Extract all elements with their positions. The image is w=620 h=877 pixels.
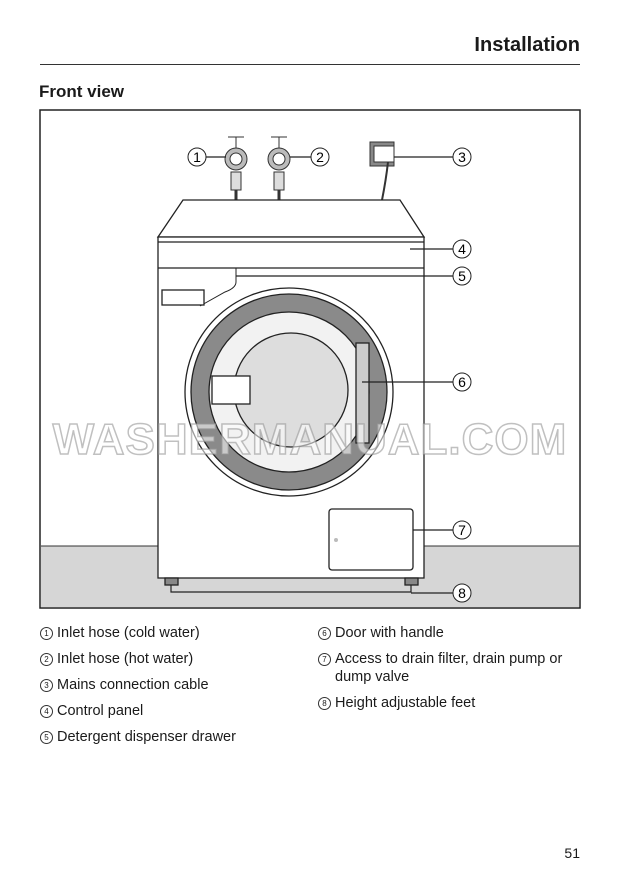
svg-text:1: 1 bbox=[193, 149, 201, 165]
watermark: WASHERMANUAL.COM bbox=[52, 414, 568, 465]
svg-text:2: 2 bbox=[316, 149, 324, 165]
svg-text:3: 3 bbox=[458, 149, 466, 165]
callout-5: 5 bbox=[452, 266, 472, 286]
detergent-drawer bbox=[161, 289, 205, 306]
page-title: Front view bbox=[39, 82, 125, 101]
svg-text:5: 5 bbox=[458, 268, 466, 284]
svg-text:6: 6 bbox=[458, 374, 466, 390]
leader-lines bbox=[170, 156, 453, 594]
svg-text:8: 8 bbox=[458, 585, 466, 601]
callout-3: 3 bbox=[452, 147, 472, 167]
svg-text:7: 7 bbox=[458, 522, 466, 538]
header-rule bbox=[40, 64, 580, 65]
callout-8: 8 bbox=[452, 583, 472, 603]
callout-1: 1 bbox=[187, 147, 207, 167]
callout-4: 4 bbox=[452, 239, 472, 259]
drain-access-panel bbox=[328, 508, 414, 571]
callout-7: 7 bbox=[452, 520, 472, 540]
callout-6: 6 bbox=[452, 372, 472, 392]
callout-2: 2 bbox=[310, 147, 330, 167]
socket-icon bbox=[369, 141, 395, 201]
callout-markers: 1 2 3 4 5 6 7 8 bbox=[187, 147, 472, 603]
cold-tap-icon bbox=[224, 136, 248, 200]
svg-text:4: 4 bbox=[458, 241, 466, 257]
page-number: 51 bbox=[564, 845, 580, 861]
washing-machine bbox=[156, 199, 426, 586]
door-handle bbox=[211, 375, 251, 405]
hot-tap-icon bbox=[267, 136, 291, 200]
section-heading: Installation bbox=[474, 34, 580, 56]
